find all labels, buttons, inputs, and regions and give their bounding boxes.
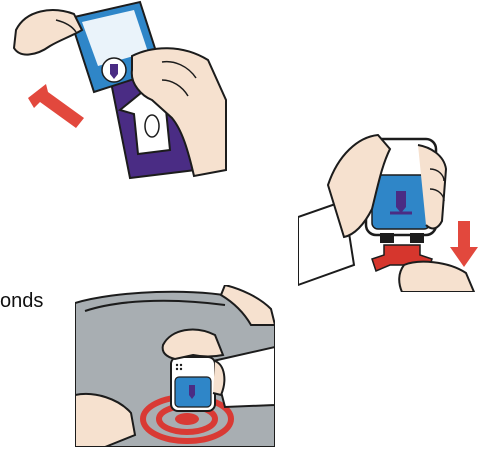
instruction-text-fragment: onds <box>0 290 43 313</box>
step-peel-pads-illustration <box>12 0 228 182</box>
step-remove-connector-illustration <box>298 125 479 292</box>
electrode-symbol-icon <box>102 58 126 82</box>
arrow-down-icon <box>450 221 478 267</box>
step-place-on-chest-illustration <box>75 285 275 447</box>
arrow-up-left-icon <box>28 84 84 128</box>
